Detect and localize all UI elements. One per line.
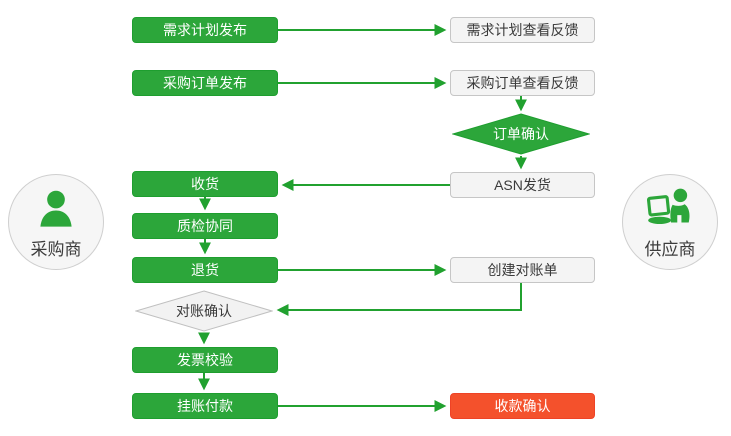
node-demand-plan-feedback: 需求计划查看反馈	[450, 17, 595, 43]
buyer-label: 采购商	[30, 240, 82, 259]
node-return-goods: 退货	[132, 257, 278, 283]
node-create-statement: 创建对账单	[450, 257, 595, 283]
diamond-shape	[452, 113, 590, 155]
node-po-publish: 采购订单发布	[132, 70, 278, 96]
node-demand-plan-publish: 需求计划发布	[132, 17, 278, 43]
decision-reconcile-confirm: 对账确认	[135, 290, 273, 332]
node-asn-shipment: ASN发货	[450, 172, 595, 198]
connector-statement-to-reconcile	[276, 283, 522, 316]
diamond-shape	[135, 290, 273, 332]
decision-label: 订单确认	[493, 126, 549, 142]
person-icon	[40, 190, 72, 227]
node-po-feedback: 采购订单查看反馈	[450, 70, 595, 96]
decision-label: 对账确认	[176, 303, 232, 319]
node-account-payment: 挂账付款	[132, 393, 278, 419]
person-laptop-icon	[646, 188, 690, 224]
supplier-label: 供应商	[644, 240, 696, 259]
buyer-avatar: 采购商	[8, 174, 104, 270]
supplier-avatar: 供应商	[622, 174, 718, 270]
node-quality-collab: 质检协同	[132, 213, 278, 239]
decision-order-confirm: 订单确认	[452, 113, 590, 155]
node-invoice-check: 发票校验	[132, 347, 278, 373]
node-receipt-confirm: 收款确认	[450, 393, 595, 419]
node-receive-goods: 收货	[132, 171, 278, 197]
